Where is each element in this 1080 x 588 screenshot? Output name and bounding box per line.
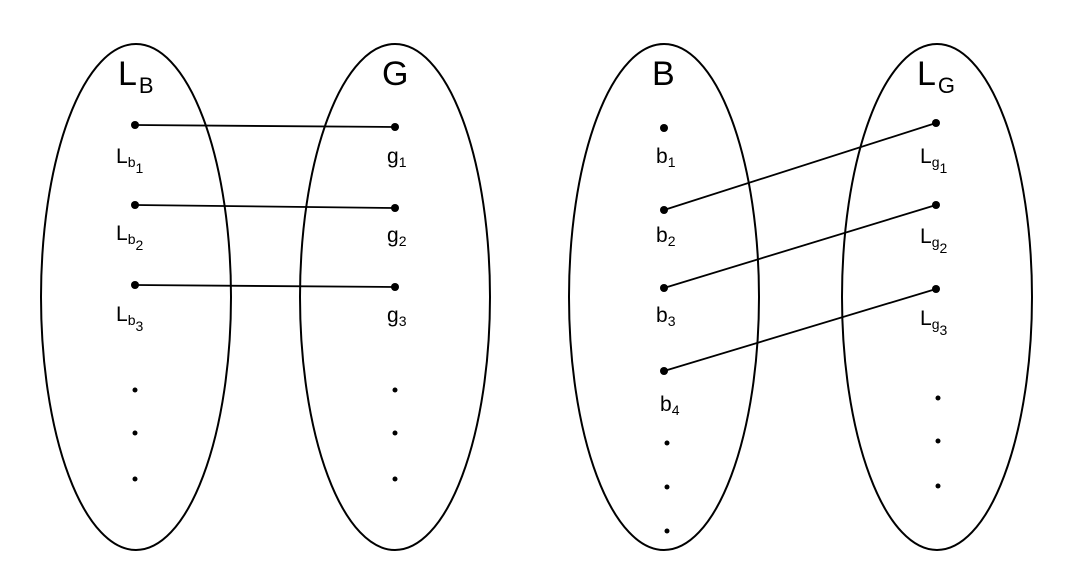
edge-b4-lg3: [663, 288, 937, 372]
ellipsis-dot: [392, 387, 398, 393]
set-ellipse-lb: [40, 43, 232, 551]
edge-b2-lg1: [663, 122, 937, 211]
edge-lb2-g2: [134, 204, 396, 209]
ellipsis-dot: [664, 528, 670, 534]
node-g2: [391, 204, 399, 212]
label-lb1: Lb1: [116, 145, 143, 176]
node-lg3: [932, 285, 940, 293]
label-lb3: Lb3: [116, 303, 143, 334]
ellipsis-dot: [935, 438, 941, 444]
label-lg3: Lg3: [920, 307, 947, 338]
ellipsis-dot: [935, 395, 941, 401]
label-b3: b3: [656, 304, 676, 329]
label-lb2: Lb2: [116, 222, 143, 253]
set-title-g: G: [382, 55, 408, 93]
set-ellipse-lg: [841, 43, 1033, 551]
set-ellipse-g: [299, 43, 491, 551]
set-ellipse-b: [568, 43, 760, 551]
node-lb2: [131, 201, 139, 209]
node-g1: [391, 123, 399, 131]
label-lg2: Lg2: [920, 225, 947, 256]
ellipsis-dot: [664, 440, 670, 446]
label-lg1: Lg1: [920, 145, 947, 176]
edge-lb3-g3: [134, 284, 396, 288]
set-title-lb: LB: [118, 55, 154, 98]
right-diagram: B LG b1 b2 b3 b4 Lg1 Lg2 Lg3: [568, 43, 1033, 551]
node-lb1: [131, 121, 139, 129]
ellipsis-dot: [392, 430, 398, 436]
label-b4: b4: [660, 393, 680, 418]
ellipsis-dot: [664, 484, 670, 490]
set-title-b: B: [652, 55, 675, 93]
ellipsis-dot: [132, 476, 138, 482]
edge-lb1-g1: [134, 124, 396, 128]
ellipsis-dot: [935, 483, 941, 489]
label-g1: g1: [387, 145, 407, 170]
ellipsis-dot: [132, 387, 138, 393]
node-b2: [660, 206, 668, 214]
label-b2: b2: [656, 224, 676, 249]
node-b3: [660, 284, 668, 292]
label-g3: g3: [387, 304, 407, 329]
set-title-lg: LG: [917, 55, 955, 98]
node-lg1: [932, 119, 940, 127]
ellipsis-dot: [392, 476, 398, 482]
node-lb3: [131, 281, 139, 289]
node-b4: [660, 367, 668, 375]
node-b1: [660, 124, 668, 132]
label-g2: g2: [387, 224, 407, 249]
node-g3: [391, 283, 399, 291]
node-lg2: [932, 201, 940, 209]
label-b1: b1: [656, 145, 676, 170]
edge-b3-lg2: [663, 204, 937, 289]
left-diagram: LB G Lb1 Lb2 Lb3 g1 g2 g3: [40, 43, 491, 551]
ellipsis-dot: [132, 430, 138, 436]
